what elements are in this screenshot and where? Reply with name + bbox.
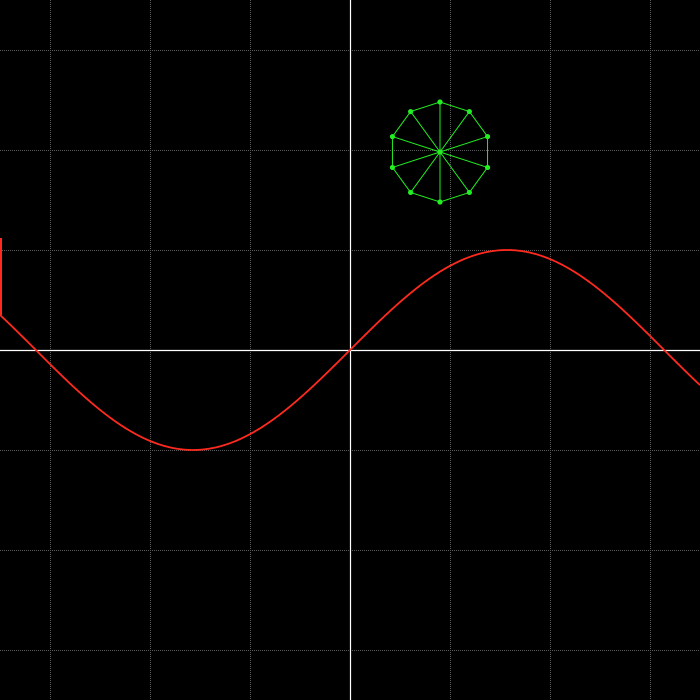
decagon-vertex <box>408 189 414 196</box>
sine-curve-line <box>0 249 700 451</box>
decagon-vertex <box>484 133 491 140</box>
decagon-center <box>437 149 443 155</box>
decagon-spoke <box>439 151 470 193</box>
decagon-vertex <box>437 99 443 105</box>
decagon-vertex <box>389 133 396 140</box>
decagon-vertex <box>437 199 443 205</box>
decagon-spoke <box>439 111 470 153</box>
decagon-spoke <box>392 151 441 168</box>
decagon-spoke <box>392 136 441 153</box>
decagon-vertex <box>408 108 414 115</box>
decagon-spoke <box>410 151 441 193</box>
decagon-figure <box>389 99 491 205</box>
decagon-vertex <box>389 164 396 171</box>
decagon-vertex <box>466 108 472 115</box>
decagon-spoke <box>410 111 441 153</box>
decagon-spoke <box>439 151 488 168</box>
decagon-spoke <box>439 136 488 153</box>
decagon-vertex <box>466 189 472 196</box>
sine-curve <box>0 238 700 451</box>
decagon-vertex <box>484 164 491 171</box>
